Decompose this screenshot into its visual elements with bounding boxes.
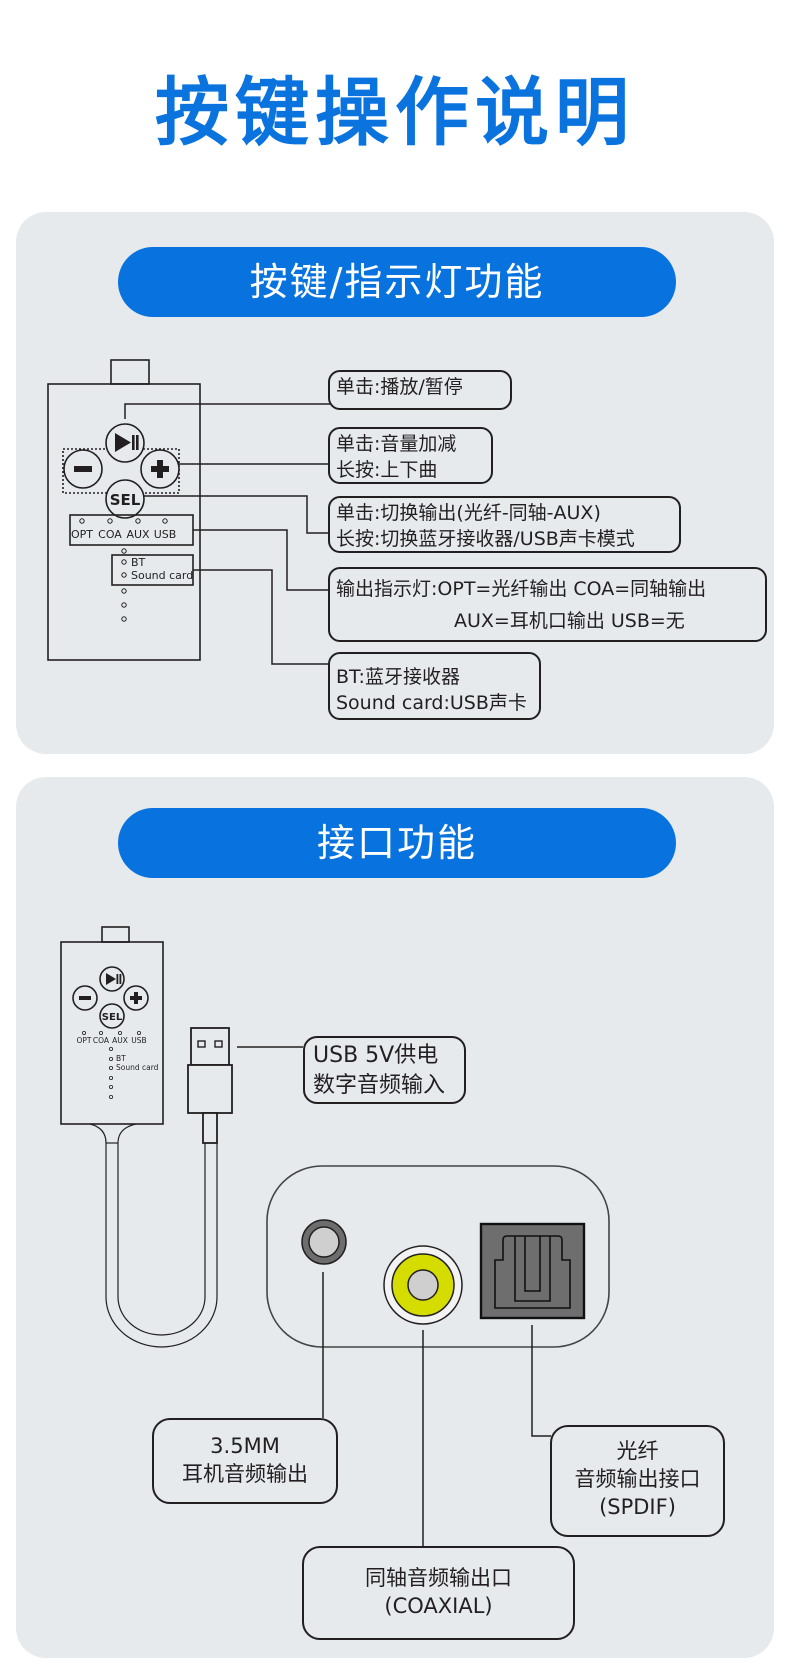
callout-sel: 单击:切换输出(光纤-同轴-AUX) 长按:切换蓝牙接收器/USB声卡模式 [328, 496, 681, 553]
output-port-panel [266, 1165, 610, 1348]
callout-line: USB 5V供电 [313, 1043, 439, 1068]
callout-line: 数字音频输入 [313, 1073, 446, 1098]
led-label-opt: OPT [76, 1036, 91, 1045]
sel-label: SEL [110, 491, 141, 509]
led-dots [82, 1031, 141, 1100]
usb-plug [187, 1027, 233, 1144]
mode-label-soundcard: Sound card [131, 569, 193, 582]
callout-usb-input: USB 5V供电 数字音频输入 [303, 1036, 466, 1104]
minus-icon [79, 996, 91, 1000]
plus-icon [151, 460, 169, 478]
optical-toslink-port [479, 1222, 586, 1320]
led-label-aux: AUX [126, 528, 150, 541]
led-dots [79, 518, 168, 622]
remote-body [47, 383, 201, 661]
sel-button [99, 1003, 125, 1029]
mode-label-bt: BT [131, 556, 146, 569]
callout-coaxial-port: 同轴音频输出口 (COAXIAL) [302, 1546, 575, 1640]
sel-button [105, 479, 145, 519]
led-label-coa: COA [98, 528, 122, 541]
callout-line: 单击:切换输出(光纤-同轴-AUX) [336, 502, 601, 524]
remote-device-small [60, 926, 164, 1125]
callout-line: 耳机音频输出 [182, 1462, 308, 1486]
leader-lines-panel1 [124, 403, 330, 665]
led-label-coa: COA [93, 1036, 110, 1045]
callout-optical-port: 光纤 音频输出接口 (SPDIF) [550, 1425, 725, 1537]
callout-line: 单击:播放/暂停 [336, 376, 463, 398]
callout-output-leds: 输出指示灯:OPT=光纤输出 COA=同轴输出 AUX=耳机口输出 USB=无 [328, 567, 767, 642]
play-pause-icon [106, 973, 122, 985]
page-title: 按键操作说明 [155, 70, 635, 156]
headphone-jack-3-5mm [301, 1219, 347, 1265]
mode-label-soundcard: Sound card [116, 1063, 159, 1072]
mode-label-bt: BT [116, 1054, 126, 1063]
callout-line: 同轴音频输出口 [365, 1566, 512, 1590]
callout-line: (COAXIAL) [384, 1594, 493, 1618]
callout-line: 音频输出接口 [574, 1467, 701, 1491]
led-label-aux: AUX [112, 1036, 128, 1045]
callout-line: 长按:上下曲 [336, 459, 438, 481]
usb-cable [89, 1123, 218, 1348]
callout-line: (SPDIF) [599, 1495, 676, 1519]
remote-connector [110, 359, 150, 385]
leader-lines-panel2 [322, 1272, 551, 1547]
led-label-usb: USB [154, 528, 177, 541]
led-label-usb: USB [131, 1036, 146, 1045]
callout-line: AUX=耳机口输出 USB=无 [454, 610, 685, 632]
callout-play-pause: 单击:播放/暂停 [328, 370, 512, 410]
callout-line: 长按:切换蓝牙接收器/USB声卡模式 [336, 528, 635, 550]
callout-line: 输出指示灯:OPT=光纤输出 COA=同轴输出 [336, 578, 707, 600]
callout-mode-leds: BT:蓝牙接收器 Sound card:USB声卡 [328, 652, 541, 720]
callout-line: 3.5MM [210, 1434, 280, 1458]
callout-volume: 单击:音量加减 长按:上下曲 [328, 427, 493, 484]
sel-label: SEL [102, 1012, 123, 1023]
remote-device-large [47, 359, 201, 661]
led-label-opt: OPT [71, 528, 93, 541]
callout-line: 单击:音量加减 [336, 433, 457, 455]
remote-body [60, 941, 164, 1125]
play-pause-icon [115, 433, 139, 452]
section-heading-buttons: 按键/指示灯功能 [118, 247, 676, 317]
callout-line: BT:蓝牙接收器 [336, 666, 460, 688]
callout-line: Sound card:USB声卡 [336, 692, 527, 714]
callout-headphone-jack: 3.5MM 耳机音频输出 [152, 1418, 338, 1504]
plus-icon [130, 992, 142, 1004]
callout-line: 光纤 [616, 1439, 659, 1463]
coaxial-rca-port [383, 1245, 463, 1325]
remote-connector [101, 926, 130, 943]
section-heading-interfaces: 接口功能 [118, 808, 676, 878]
minus-icon [74, 466, 92, 472]
